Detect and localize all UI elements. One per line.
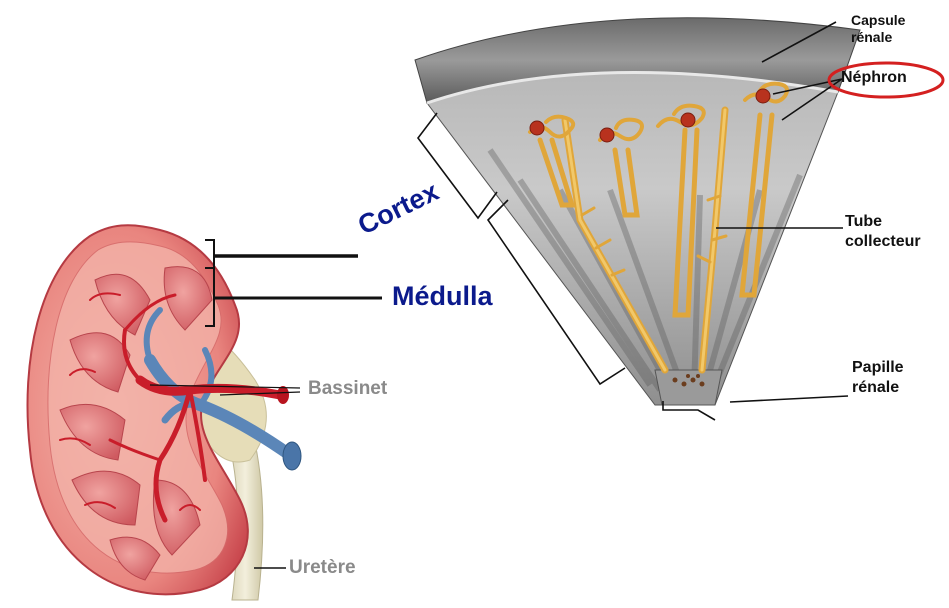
medulla-label: Médulla	[392, 281, 493, 312]
bassinet-label: Bassinet	[308, 378, 387, 400]
kidney-cross-section	[28, 225, 302, 600]
uretere-label: Uretère	[289, 557, 356, 579]
nephron-label: Néphron	[841, 69, 907, 87]
